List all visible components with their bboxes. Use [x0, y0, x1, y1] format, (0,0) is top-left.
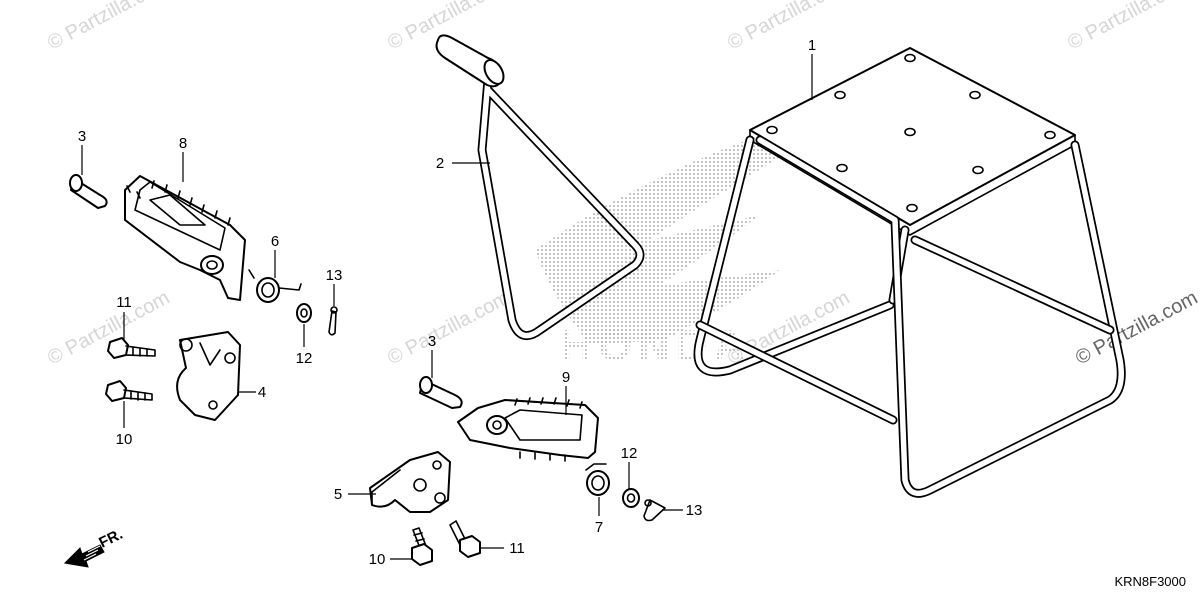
lift-lever-part-2 — [435, 34, 645, 341]
callout-8: 8 — [179, 135, 187, 152]
callout-7: 7 — [595, 519, 603, 536]
callout-3: 3 — [428, 333, 436, 350]
diagram-code: KRN8F3000 — [1114, 574, 1186, 589]
watermark: © Partzilla.com — [44, 0, 173, 54]
footpeg-part-8 — [124, 175, 246, 301]
callout-6: 6 — [271, 233, 279, 250]
washer-part-12a — [296, 303, 312, 323]
callout-5: 5 — [334, 486, 342, 503]
pin-part-3b — [419, 376, 463, 409]
callout-3: 3 — [78, 128, 86, 145]
front-direction-arrow-icon: FR. — [63, 526, 125, 568]
callout-13: 13 — [326, 267, 343, 284]
bolt-part-11b — [449, 520, 481, 558]
callout-11: 11 — [509, 540, 525, 557]
callout-2: 2 — [436, 155, 444, 172]
spring-part-6 — [248, 269, 302, 303]
bracket-part-5 — [369, 451, 451, 513]
leader-lines — [81, 54, 813, 560]
cotter-pin-part-13a — [328, 306, 338, 336]
pin-part-3a — [69, 174, 108, 209]
callout-11: 11 — [116, 294, 132, 311]
callout-13: 13 — [686, 502, 703, 519]
callout-10: 10 — [369, 551, 386, 568]
bolt-part-11a — [107, 337, 156, 359]
watermark: © Partzilla.com — [44, 287, 173, 370]
callout-12: 12 — [296, 350, 313, 367]
callout-9: 9 — [562, 369, 570, 386]
watermark: © Partzilla.com — [724, 0, 853, 54]
spring-part-7 — [585, 463, 610, 496]
washer-part-12b — [622, 488, 640, 508]
callout-1: 1 — [808, 37, 816, 54]
footpeg-part-9 — [457, 397, 599, 462]
watermark: © Partzilla.com — [1064, 0, 1193, 54]
callout-10: 10 — [116, 431, 133, 448]
stand-part-1 — [693, 47, 1126, 498]
bolt-part-10a — [105, 380, 153, 402]
watermark: © Partzilla.com — [1072, 287, 1200, 370]
callout-4: 4 — [258, 384, 266, 401]
honda-logo-text: HONDA — [560, 321, 751, 370]
cotter-pin-part-13b — [643, 499, 666, 522]
callout-12: 12 — [621, 445, 638, 462]
watermark: © Partzilla.com — [384, 287, 513, 370]
bracket-part-4 — [176, 331, 241, 421]
callout-labels: 1 2 3 3 4 5 6 7 8 9 10 10 11 11 12 12 13… — [78, 37, 816, 568]
stand-bolt-heads — [766, 53, 1056, 213]
bolt-part-10b — [411, 527, 433, 566]
